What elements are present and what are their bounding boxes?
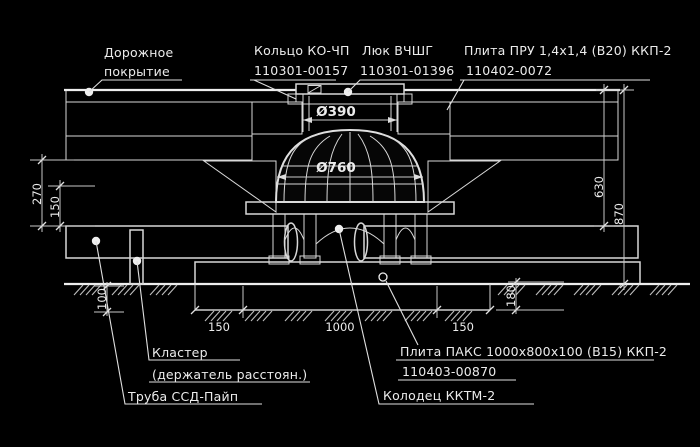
dim-left-outer: 270 bbox=[30, 183, 44, 205]
label-well: Колодец ККТМ-2 bbox=[383, 388, 495, 403]
label-bottom-plate-1: Плита ПАКС 1000х800х100 (В15) ККП-2 bbox=[400, 344, 667, 359]
dimension-lines: Ø390 Ø760 270 150 630 870 150 1000 150 1 bbox=[30, 84, 634, 334]
dim-bottom-center: 1000 bbox=[325, 320, 354, 334]
foundation bbox=[64, 261, 690, 322]
dim-ticks-left bbox=[37, 155, 65, 231]
road-section-right bbox=[403, 88, 620, 161]
backfill-wedge-right bbox=[427, 160, 502, 213]
well-leg bbox=[383, 213, 397, 259]
leader-cluster bbox=[136, 260, 240, 361]
leg-foot bbox=[268, 255, 290, 265]
label-bottom-plate-2: 110403-00870 bbox=[402, 364, 496, 379]
leg-foot bbox=[410, 255, 432, 265]
lid-latch bbox=[307, 85, 322, 94]
label-top-plate-2: 110402-0072 bbox=[466, 63, 552, 78]
dome-rib bbox=[283, 133, 319, 203]
well-leg bbox=[414, 213, 428, 259]
leader-pipe bbox=[95, 240, 262, 405]
dim-cover-opening: Ø390 bbox=[316, 104, 356, 120]
bottom-plate bbox=[194, 261, 641, 285]
label-cluster-2: (держатель расстоян.) bbox=[152, 367, 307, 382]
dome-rib bbox=[326, 133, 343, 203]
leader-road-surface bbox=[88, 79, 182, 93]
soil-hatch-bedding bbox=[204, 310, 473, 322]
dim-bedding-right: 180 bbox=[504, 285, 518, 307]
label-ring-1: Кольцо КО-ЧП bbox=[254, 43, 350, 58]
support-plate-left bbox=[251, 101, 303, 135]
label-road-surface-2: покрытие bbox=[104, 64, 170, 79]
leaders bbox=[84, 79, 654, 405]
label-ring-2: 110301-00157 bbox=[254, 63, 348, 78]
leader-top-plate bbox=[446, 79, 650, 111]
dome-rib bbox=[381, 133, 417, 203]
leg-foot bbox=[299, 255, 321, 265]
corrugated-pipe-left bbox=[65, 225, 289, 259]
leader-ring bbox=[250, 79, 336, 100]
asphalt-layer bbox=[403, 89, 619, 103]
dim-left-inner: 150 bbox=[48, 196, 62, 218]
pipe-bell-right bbox=[353, 222, 369, 262]
dome-base-ring bbox=[245, 201, 455, 215]
dome-rib bbox=[369, 135, 396, 203]
leg-foot bbox=[379, 255, 401, 265]
well-leg bbox=[303, 213, 317, 259]
leader-circle-bottom-plate bbox=[378, 272, 388, 282]
dim-ticks-bottom bbox=[190, 305, 495, 315]
gravel-layer bbox=[449, 101, 619, 137]
well-leg bbox=[272, 213, 286, 259]
leader-well bbox=[338, 228, 534, 405]
dim-right-inner: 630 bbox=[592, 176, 606, 198]
cable-ducts bbox=[65, 222, 639, 285]
gravel-layer bbox=[65, 101, 253, 137]
lid-latch-mark bbox=[307, 85, 322, 94]
dim-bottom-right: 150 bbox=[452, 320, 474, 334]
dim-well-diameter: Ø760 bbox=[316, 160, 356, 176]
label-cluster-1: Кластер bbox=[152, 345, 208, 360]
leg-arch bbox=[315, 227, 385, 245]
asphalt-layer bbox=[65, 89, 297, 103]
dim-ticks-right bbox=[599, 85, 629, 289]
label-road-surface-1: Дорожное bbox=[104, 45, 173, 60]
pipe-bell-left bbox=[283, 222, 299, 262]
leg-arch bbox=[395, 227, 416, 241]
support-plate-right bbox=[397, 101, 451, 135]
dim-right-outer: 870 bbox=[612, 203, 626, 225]
road-section-left bbox=[64, 88, 297, 161]
well-legs bbox=[268, 213, 432, 265]
dim-bottom-left: 150 bbox=[208, 320, 230, 334]
base-layer bbox=[449, 135, 619, 161]
dim-bedding-left: 100 bbox=[95, 288, 109, 310]
leader-cover bbox=[347, 79, 452, 93]
corrugated-pipe-right bbox=[363, 225, 639, 259]
label-cover-1: Люк ВЧШГ bbox=[362, 43, 433, 58]
soil-hatch-left bbox=[73, 284, 178, 296]
leader-bottom-plate bbox=[385, 280, 419, 346]
label-pipe: Труба ССД-Пайп bbox=[127, 389, 238, 404]
label-top-plate-1: Плита ПРУ 1,4х1,4 (В20) ККП-2 bbox=[464, 43, 672, 58]
soil-hatch-right bbox=[497, 284, 678, 296]
backfill-wedge-left bbox=[202, 160, 277, 213]
label-cover-2: 110301-01396 bbox=[360, 63, 454, 78]
leg-arch bbox=[284, 227, 305, 241]
dome-rib bbox=[304, 135, 331, 203]
base-layer bbox=[65, 135, 253, 161]
callout-labels: Дорожное покрытие Кольцо КО-ЧП 110301-00… bbox=[104, 43, 672, 404]
dim-ticks-bedding-right bbox=[511, 277, 521, 315]
well-dome bbox=[245, 128, 455, 215]
dome-rib bbox=[357, 133, 374, 203]
cluster-spacer bbox=[129, 229, 144, 285]
